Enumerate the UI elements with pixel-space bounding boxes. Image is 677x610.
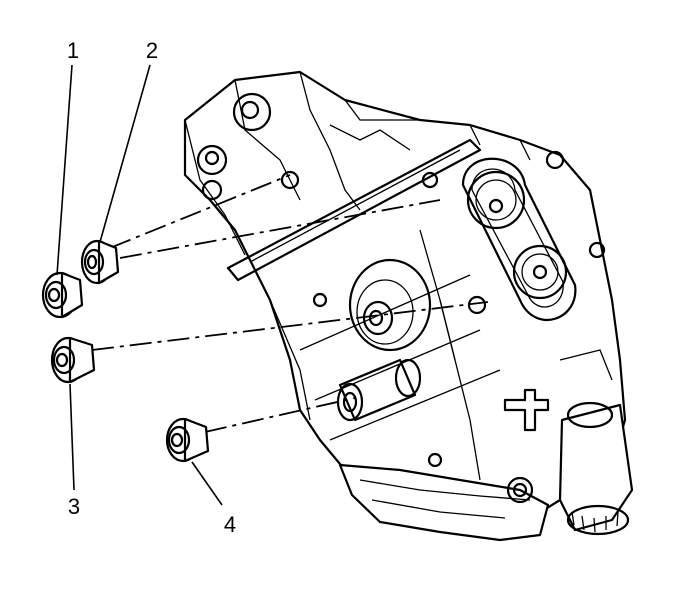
callout-4: 4 bbox=[224, 512, 236, 537]
callout-3: 3 bbox=[68, 494, 80, 519]
plug-1 bbox=[41, 271, 84, 319]
callout-2: 2 bbox=[146, 38, 158, 63]
engine-block bbox=[183, 70, 634, 542]
plug-4 bbox=[165, 417, 210, 463]
plug-2 bbox=[80, 239, 120, 285]
plug-3 bbox=[50, 336, 96, 384]
leader-lines bbox=[56, 64, 223, 506]
callout-1: 1 bbox=[67, 38, 79, 63]
alignment-lines bbox=[91, 174, 489, 433]
